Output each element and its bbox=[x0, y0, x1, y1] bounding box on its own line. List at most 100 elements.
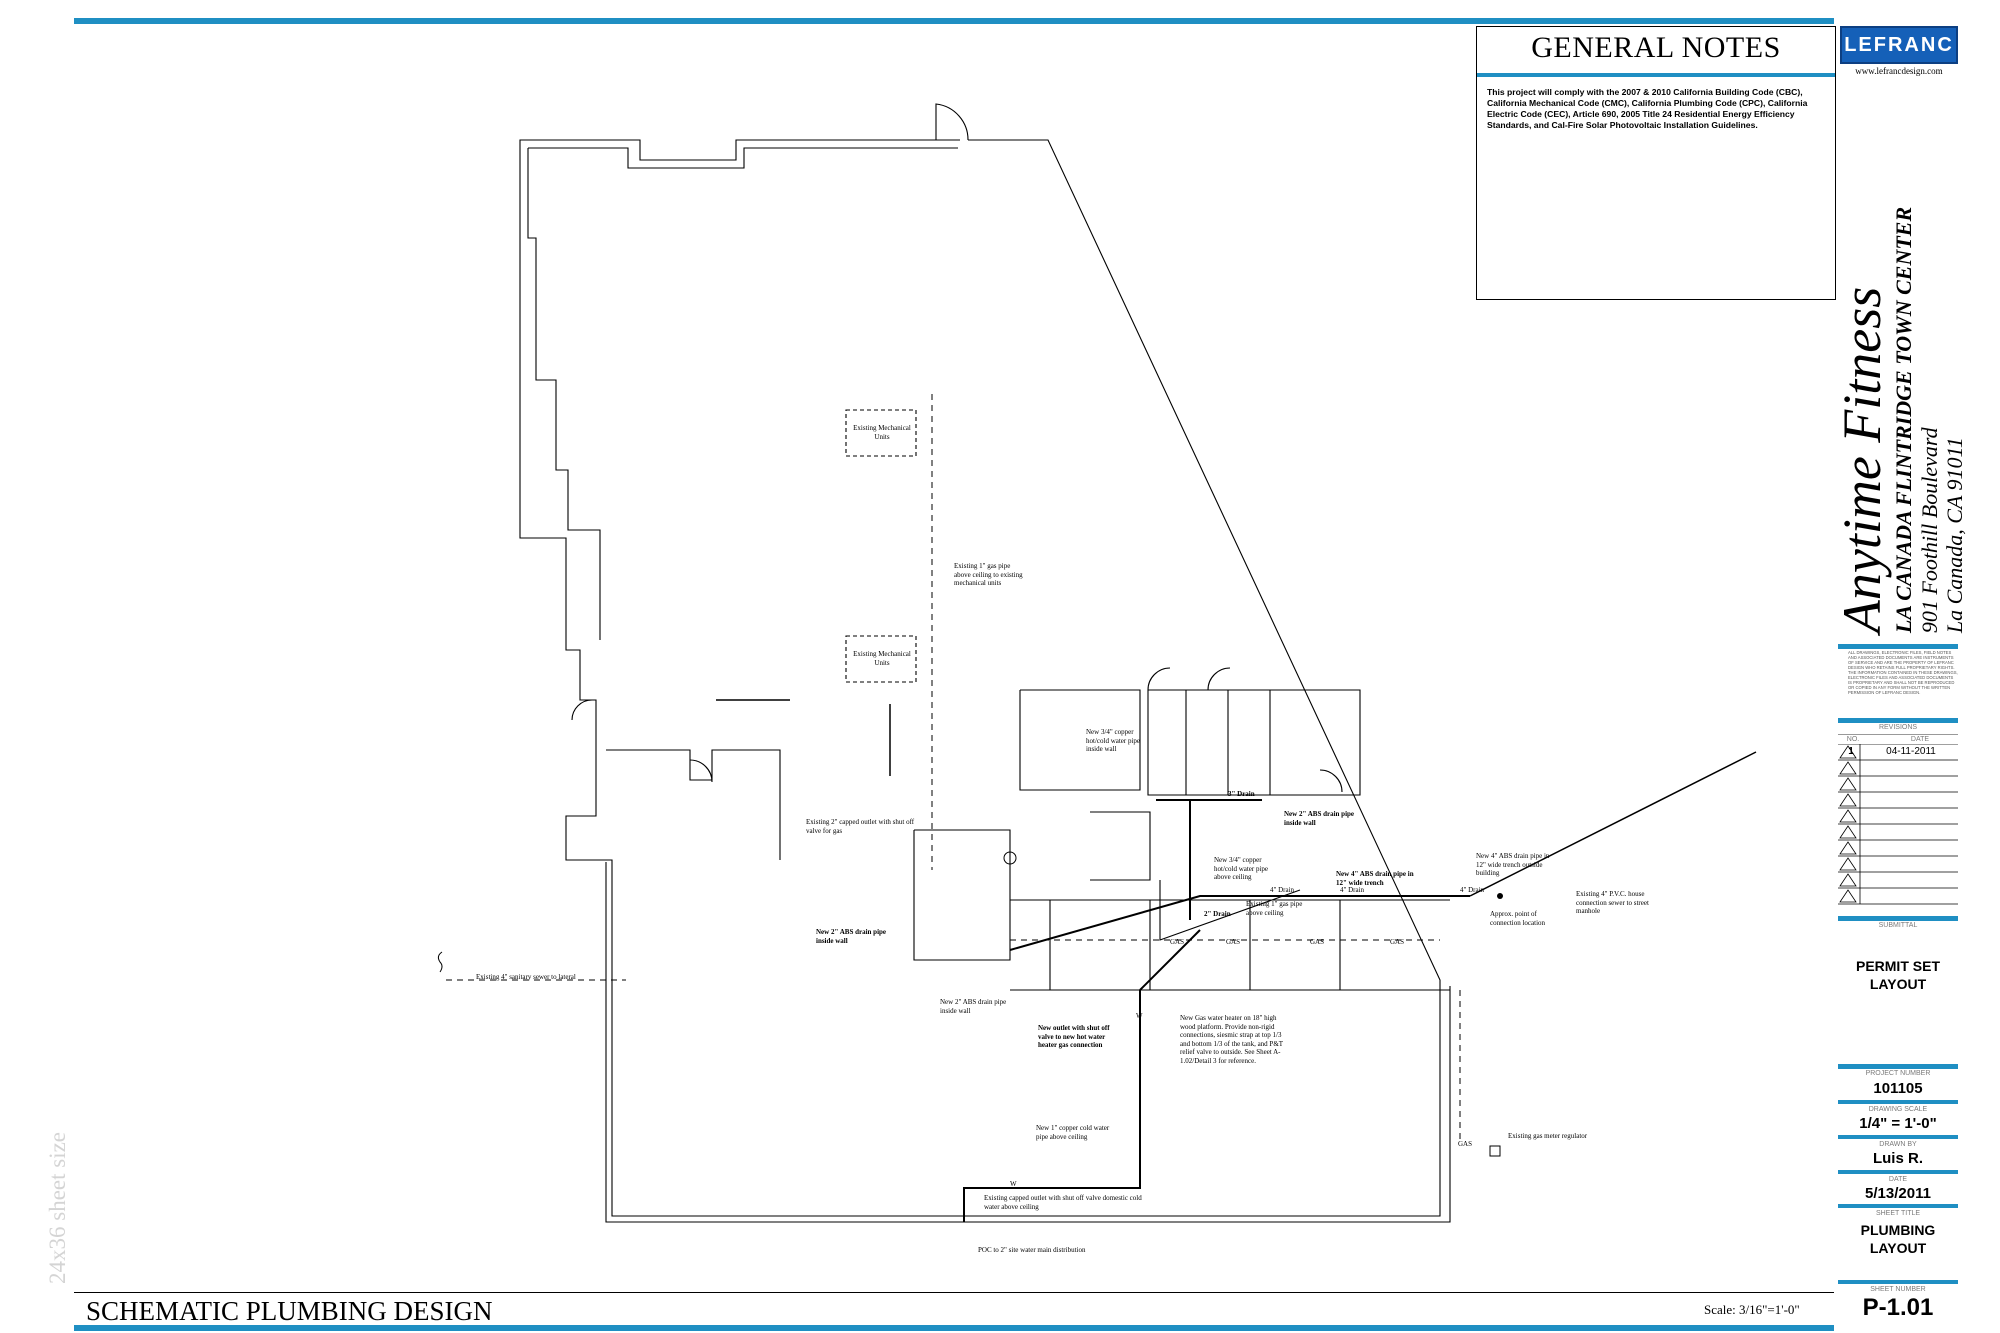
label-gas-existing: Existing 1" gas pipe above ceiling to ex… bbox=[954, 562, 1023, 587]
cold-water-line bbox=[963, 990, 1141, 1222]
water-heater-icon bbox=[1003, 851, 1017, 865]
door-side bbox=[571, 699, 593, 721]
sheet-number: P-1.01 bbox=[1862, 1294, 1934, 1321]
sheet-title-line1: PLUMBING bbox=[1860, 1222, 1936, 1238]
label-capped-cold: Existing capped outlet with shut off val… bbox=[984, 1194, 1142, 1211]
label-sewer-lateral: Existing 4" sanitary sewer to lateral bbox=[476, 973, 576, 981]
revisions-label: REVISIONS bbox=[1878, 724, 1918, 731]
general-notes-separator bbox=[1477, 73, 1835, 77]
label-water-heater: New Gas water heater on 18" high wood pl… bbox=[1180, 1014, 1283, 1065]
poc-marker bbox=[1497, 893, 1503, 899]
title-block-rule-5 bbox=[1838, 1100, 1958, 1104]
interior-wall-1 bbox=[606, 749, 781, 860]
label-gas-capped: Existing 2" capped outlet with shut off … bbox=[806, 818, 915, 835]
top-border-rule bbox=[74, 18, 1834, 24]
title-block-rule-8 bbox=[1838, 1204, 1958, 1208]
label-abs-new2-bottom: New 2" ABS drain pipe inside wall bbox=[940, 998, 1007, 1015]
label-mech2: Existing Mechanical Units bbox=[853, 650, 911, 667]
bottom-border-rule bbox=[74, 1325, 1834, 1331]
sheet-title-line2: LAYOUT bbox=[1869, 1240, 1927, 1256]
sheet-title: SCHEMATIC PLUMBING DESIGN bbox=[86, 1296, 493, 1326]
sheet-number-label: SHEET NUMBER bbox=[1870, 1286, 1926, 1293]
revisions-table bbox=[1838, 744, 1958, 905]
general-notes-box: GENERAL NOTES This project will comply w… bbox=[1476, 26, 1836, 300]
label-gas-2: GAS bbox=[1226, 938, 1241, 946]
restroom-block bbox=[1019, 689, 1141, 791]
label-drain-4-a: 4" Drain bbox=[1270, 886, 1295, 894]
revisions-date-label: DATE bbox=[1910, 736, 1930, 743]
bottom-thin-rule bbox=[74, 1292, 1834, 1293]
label-abs-new4: New 4" ABS drain pipe in 12" wide trench bbox=[1336, 870, 1414, 887]
title-block-rule-7 bbox=[1838, 1170, 1958, 1174]
title-block-rule-4 bbox=[1838, 1064, 1958, 1069]
revisions-no-label: NO. bbox=[1846, 736, 1860, 743]
submittal-line2: LAYOUT bbox=[1869, 976, 1927, 992]
sewer-exterior bbox=[1469, 751, 1757, 897]
label-copper-new2: New 3/4" copper hot/cold water pipe abov… bbox=[1214, 856, 1269, 881]
label-drain-4-b: 4" Drain bbox=[1340, 886, 1365, 894]
title-block-rule-3 bbox=[1838, 916, 1958, 921]
submittal-line1: PERMIT SET bbox=[1855, 958, 1940, 974]
logo-url: www.lefrancdesign.com bbox=[1855, 66, 1943, 76]
general-notes-title: GENERAL NOTES bbox=[1531, 31, 1781, 64]
sewer-break-symbol bbox=[437, 951, 443, 973]
label-abs-new4-right: New 4" ABS drain pipe in 12" wide trench… bbox=[1476, 852, 1550, 877]
label-abs-new2-top: New 2" ABS drain pipe inside wall bbox=[1284, 810, 1355, 827]
label-pvc-existing: Existing 4" P.V.C. house connection sewe… bbox=[1576, 890, 1649, 915]
abs-drain-main bbox=[1009, 895, 1470, 951]
label-gas-1: GAS bbox=[1170, 938, 1185, 946]
label-drain-2: 2" Drain bbox=[1204, 910, 1231, 918]
mech-room bbox=[913, 829, 1011, 961]
gas-meter-symbol bbox=[1489, 1145, 1501, 1157]
label-poc: Approx. point of connection location bbox=[1490, 910, 1546, 927]
mechanical-unit-2 bbox=[845, 635, 917, 683]
logo-wordmark: LEFRANC bbox=[1844, 34, 1954, 56]
label-mech1: Existing Mechanical Units bbox=[853, 424, 911, 441]
label-gas-4: GAS bbox=[1390, 938, 1405, 946]
label-gas-3: GAS bbox=[1310, 938, 1325, 946]
door-restroom-3 bbox=[1319, 769, 1343, 793]
label-abs-new2-left: New 2" ABS drain pipe inside wall bbox=[816, 928, 887, 945]
drawing-date: 5/13/2011 bbox=[1865, 1185, 1931, 1202]
label-poc-water: POC to 2" site water main distribution bbox=[978, 1246, 1086, 1254]
submittal-label: SUBMITTAL bbox=[1878, 922, 1918, 929]
label-gas-outlet-new: New outlet with shut off valve to new ho… bbox=[1038, 1024, 1110, 1049]
drawing-scale: 1/4" = 1'-0" bbox=[1859, 1115, 1937, 1132]
project-number: 101105 bbox=[1873, 1080, 1923, 1097]
label-gas-5: GAS bbox=[1458, 1140, 1473, 1148]
sheet-scale: Scale: 3/16"=1'-0" bbox=[1704, 1302, 1800, 1317]
building-wall-lower bbox=[605, 862, 1451, 1223]
title-block-rule-2 bbox=[1838, 718, 1958, 723]
title-block-rule-9 bbox=[1838, 1280, 1958, 1284]
title-block-rule-1 bbox=[1838, 644, 1958, 649]
label-drain-4-c: 4" Drain bbox=[1460, 886, 1485, 894]
label-w-2: W bbox=[1010, 1180, 1017, 1188]
title-block-disclaimer: ALL DRAWINGS, ELECTRONIC FILES, FIELD NO… bbox=[1848, 650, 1958, 695]
door-restroom-2 bbox=[1207, 667, 1231, 691]
building-wall-left-inner bbox=[527, 148, 601, 640]
company-logo: LEFRANC bbox=[1840, 26, 1958, 64]
door-left bbox=[689, 759, 713, 783]
storage-room bbox=[1090, 811, 1151, 881]
revisions-header-line bbox=[1838, 734, 1958, 735]
revision-1-date: 04-11-2011 bbox=[1886, 746, 1936, 757]
drawing-scale-label: DRAWING SCALE bbox=[1868, 1106, 1928, 1113]
mechanical-unit-1 bbox=[845, 409, 917, 457]
label-drain-3: 3" Drain bbox=[1228, 790, 1255, 798]
revision-1-no: 1 bbox=[1848, 746, 1854, 757]
label-gas-1-existing: Existing 1" gas pipe above ceiling bbox=[1246, 900, 1303, 917]
door-restroom-1 bbox=[1147, 667, 1171, 691]
door-top bbox=[935, 103, 969, 141]
drawn-by-label: DRAWN BY bbox=[1879, 1141, 1917, 1148]
restroom-block-2 bbox=[1147, 689, 1361, 796]
building-wall-upper-inner bbox=[528, 147, 958, 169]
date-label: DATE bbox=[1888, 1176, 1908, 1183]
general-notes-text: This project will comply with the 2007 &… bbox=[1487, 87, 1808, 130]
building-wall-upper bbox=[519, 139, 1441, 1217]
label-copper-new: New 3/4" copper hot/cold water pipe insi… bbox=[1086, 728, 1141, 753]
sheet-title-label: SHEET TITLE bbox=[1875, 1210, 1921, 1217]
drawn-by: Luis R. bbox=[1872, 1150, 1923, 1167]
label-w-1: W bbox=[1136, 1012, 1143, 1020]
project-number-label: PROJECT NUMBER bbox=[1865, 1070, 1931, 1077]
